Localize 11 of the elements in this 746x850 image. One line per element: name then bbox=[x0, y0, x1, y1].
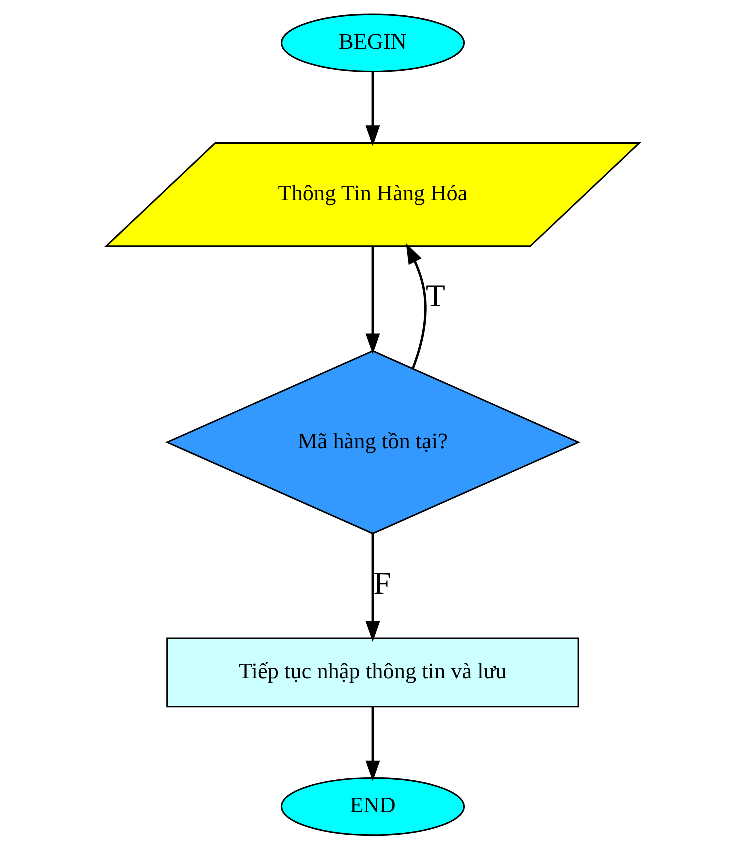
arrow bbox=[366, 534, 380, 642]
arrow bbox=[366, 246, 380, 354]
arrow bbox=[366, 72, 380, 146]
edge-label: F bbox=[374, 566, 392, 602]
node-box: Tiếp tục nhập thông tin và lưu bbox=[166, 638, 580, 708]
node-diamond: Mã hàng tồn tại? bbox=[165, 350, 581, 535]
node-ellipse: END bbox=[280, 777, 466, 836]
node-ellipse: BEGIN bbox=[280, 14, 466, 73]
arrow bbox=[406, 243, 427, 370]
arrow bbox=[366, 707, 380, 782]
edge-label: T bbox=[426, 278, 446, 314]
